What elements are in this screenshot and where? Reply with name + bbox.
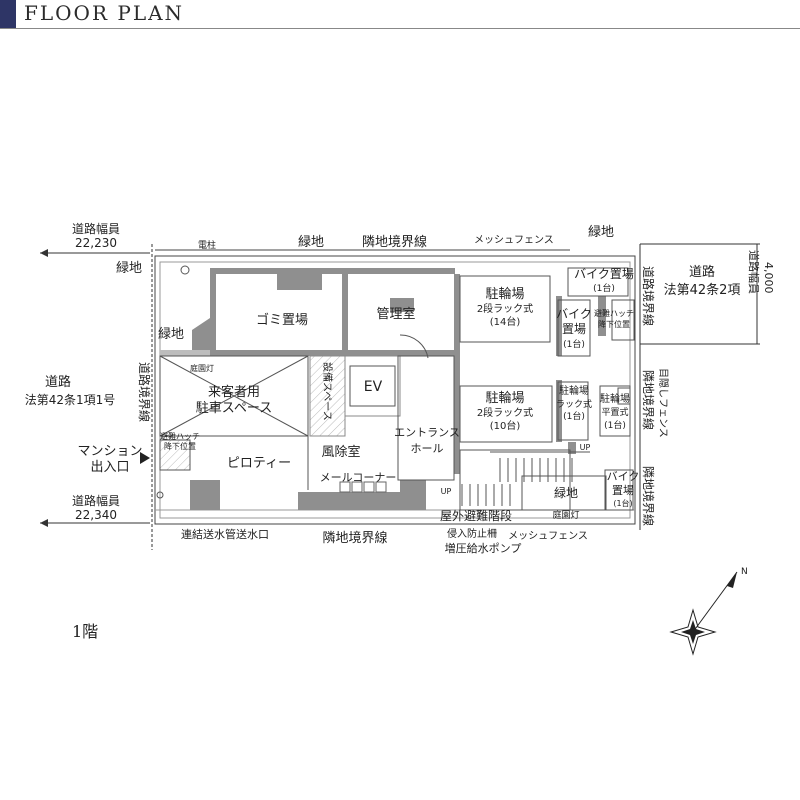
- label-road-right-b: 法第42条2項: [664, 282, 741, 298]
- label-setsubi: 設備スペース: [321, 362, 334, 421]
- label-road-left-a: 道路: [45, 374, 71, 390]
- label-churin2-c: (10台): [490, 419, 521, 432]
- label-bike2-c: (1台): [563, 338, 585, 350]
- label-churin1-a: 駐輪場: [485, 286, 524, 302]
- label-hatch-left-a: 避難ハッチ: [160, 431, 200, 441]
- label-piloti: ピロティー: [227, 456, 291, 471]
- label-ryokuchi-top: 緑地: [298, 235, 324, 250]
- room-outlines: [159, 267, 635, 511]
- label-road-width-bottom-a: 道路幅員: [72, 493, 120, 508]
- walls: [160, 268, 606, 510]
- label-churin3-a: 駐輪場: [559, 384, 589, 397]
- label-road-border-left: 道路境界線: [137, 362, 152, 422]
- label-mesh-top: メッシュフェンス: [474, 235, 554, 246]
- label-churin3-b: ラック式: [556, 398, 592, 410]
- label-zoatsu: 増圧給水ポンプ: [445, 541, 522, 555]
- label-churin4-a: 駐輪場: [600, 392, 630, 405]
- label-mekakushi: 目隠しフェンス: [657, 368, 669, 438]
- label-road-width-top-a: 道路幅員: [72, 221, 120, 236]
- label-mansion-b: 出入口: [90, 460, 129, 475]
- label-fujoshitsu: 風除室: [321, 444, 360, 460]
- label-ryokuchi-left-top: 緑地: [116, 261, 142, 276]
- label-teien-bottom: 庭園灯: [552, 509, 579, 521]
- label-road-left-b: 法第42条1項1号: [25, 393, 116, 407]
- label-bike3-a: バイク: [607, 470, 640, 483]
- page-title: FLOOR PLAN: [24, 1, 185, 25]
- label-rinchi-top: 隣地境界線: [362, 234, 427, 250]
- outdoor-stairs: [461, 451, 590, 506]
- label-ev: EV: [364, 379, 383, 395]
- label-ryokuchi-left: 緑地: [158, 327, 184, 342]
- label-teien-left: 庭園灯: [190, 363, 214, 373]
- label-renketsu: 連結送水管送水口: [181, 527, 269, 541]
- compass-n-label: N: [741, 567, 748, 577]
- label-mansion-a: マンション: [77, 444, 142, 459]
- label-road-width-right-b: 4,000: [762, 262, 775, 294]
- label-raikyaku-a: 来客者用: [208, 384, 260, 400]
- label-gomi: ゴミ置場: [256, 312, 308, 328]
- label-churin4-b: 平置式: [601, 406, 628, 418]
- header: FLOOR PLAN: [0, 0, 800, 30]
- label-churin1-b: 2段ラック式: [477, 302, 533, 315]
- label-bike1-a: バイク置場: [574, 267, 634, 281]
- label-road-right-a: 道路: [689, 264, 715, 280]
- label-road-width-bottom-b: 22,340: [75, 508, 117, 522]
- label-bike3-b: 置場: [612, 484, 634, 497]
- label-hatch-right-a: 避難ハッチ: [594, 308, 634, 318]
- label-kanri: 管理室: [376, 306, 415, 322]
- floor-label: 1階: [72, 622, 99, 641]
- label-churin3-c: (1台): [563, 410, 585, 422]
- label-churin2-a: 駐輪場: [485, 390, 524, 406]
- label-ryokuchi-top-right: 緑地: [588, 225, 614, 240]
- label-entrance-a: エントランス: [394, 426, 460, 439]
- entrance-arrow-icon: [140, 452, 150, 464]
- label-bike3-c: (1台): [613, 498, 632, 508]
- label-churin2-b: 2段ラック式: [477, 406, 533, 419]
- label-rinchi-bottom: 隣地境界線: [322, 530, 387, 546]
- label-rinchi-right: 隣地境界線: [641, 370, 656, 430]
- label-bike2-a: バイク: [556, 307, 592, 321]
- label-ryokuchi-bottom: 緑地: [554, 485, 578, 500]
- mail-boxes: [339, 481, 387, 493]
- label-road-border-right: 道路境界線: [641, 266, 656, 326]
- label-stairs: 屋外避難階段: [440, 508, 512, 523]
- label-hatch-right-b: 降下位置: [598, 319, 630, 329]
- label-up2: UP: [441, 487, 452, 496]
- label-denchu: 電柱: [198, 239, 216, 251]
- label-road-width-right-a: 道路幅員: [747, 250, 761, 294]
- label-bike1-b: (1台): [593, 282, 615, 294]
- label-road-width-top-b: 22,230: [75, 236, 117, 250]
- label-churin4-c: (1台): [604, 419, 626, 431]
- label-mail: メールコーナー: [320, 471, 397, 484]
- header-divider: [0, 28, 800, 29]
- road-dimension-lines: [40, 243, 760, 550]
- plan-labels: 道路幅員 22,230 電柱 緑地 緑地 隣地境界線 メッシュフェンス 緑地 緑…: [25, 221, 775, 555]
- header-accent-bar: [0, 0, 16, 28]
- label-entrance-b: ホール: [411, 442, 444, 455]
- label-shinnyu: 侵入防止柵: [447, 527, 497, 540]
- compass-icon: N: [669, 567, 748, 656]
- label-bike2-b: 置場: [562, 322, 586, 336]
- label-hatch-left-b: 降下位置: [164, 441, 196, 451]
- label-rinchi-right-bottom: 隣地境界線: [641, 466, 656, 526]
- utility-pole-icon: [180, 265, 190, 275]
- label-raikyaku-b: 駐車スペース: [196, 401, 272, 416]
- water-inlet-icon: [156, 491, 164, 499]
- label-churin1-c: (14台): [490, 315, 521, 328]
- label-up1: UP: [580, 443, 591, 452]
- label-mesh-bottom: メッシュフェンス: [508, 531, 588, 542]
